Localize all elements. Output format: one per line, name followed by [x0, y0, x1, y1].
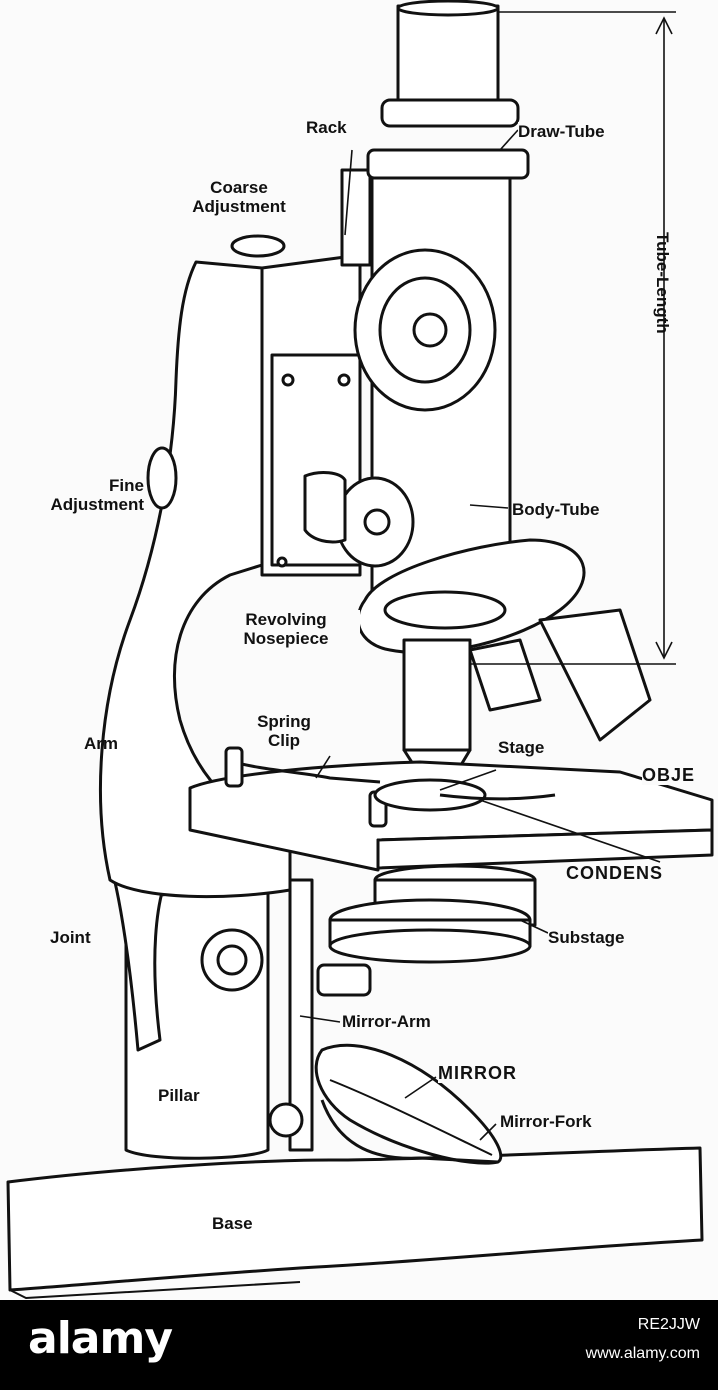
watermark-footer-bar	[0, 1300, 718, 1390]
image-id-text: RE2JJW	[637, 1316, 700, 1333]
label-revolving-nosepiece: Revolving Nosepiece	[212, 610, 360, 648]
draw-tube-shape	[396, 4, 500, 118]
label-base: Base	[212, 1214, 253, 1233]
diagram-canvas: Rack Draw-Tube Coarse Adjustment Tube-Le…	[0, 0, 714, 1299]
microscope-illustration	[6, 0, 714, 1299]
mirror-fork-shape	[320, 1099, 499, 1164]
label-spring-clip: Spring Clip	[257, 712, 311, 750]
stage-shape	[188, 760, 714, 872]
label-mirror-fork: Mirror-Fork	[500, 1112, 592, 1131]
joint-shape	[110, 868, 172, 1052]
arm-shape	[98, 260, 292, 899]
label-condenser: CONDENS	[566, 863, 664, 883]
label-arm: Arm	[84, 734, 119, 753]
label-rack: Rack	[306, 118, 347, 137]
label-draw-tube: Draw-Tube	[518, 122, 605, 141]
label-coarse-adjustment: Coarse Adjustment	[192, 178, 286, 216]
site-url-text: www.alamy.com	[585, 1345, 700, 1362]
alamy-logo: alamy	[28, 1313, 173, 1364]
base-shape	[6, 1146, 704, 1292]
label-fine-adjustment: Fine Adjustment	[0, 476, 144, 514]
label-mirror: MIRROR	[438, 1063, 517, 1083]
objective-shape	[402, 638, 472, 752]
label-stage: Stage	[498, 738, 545, 757]
label-tube-length: Tube-Length	[653, 232, 672, 334]
label-pillar: Pillar	[158, 1086, 200, 1105]
mirror-arm-shape	[288, 878, 314, 1152]
label-joint: Joint	[50, 928, 91, 947]
label-substage: Substage	[548, 928, 625, 947]
label-objective: OBJE	[642, 765, 696, 785]
label-mirror-arm: Mirror-Arm	[342, 1012, 431, 1031]
label-body-tube: Body-Tube	[512, 500, 600, 519]
